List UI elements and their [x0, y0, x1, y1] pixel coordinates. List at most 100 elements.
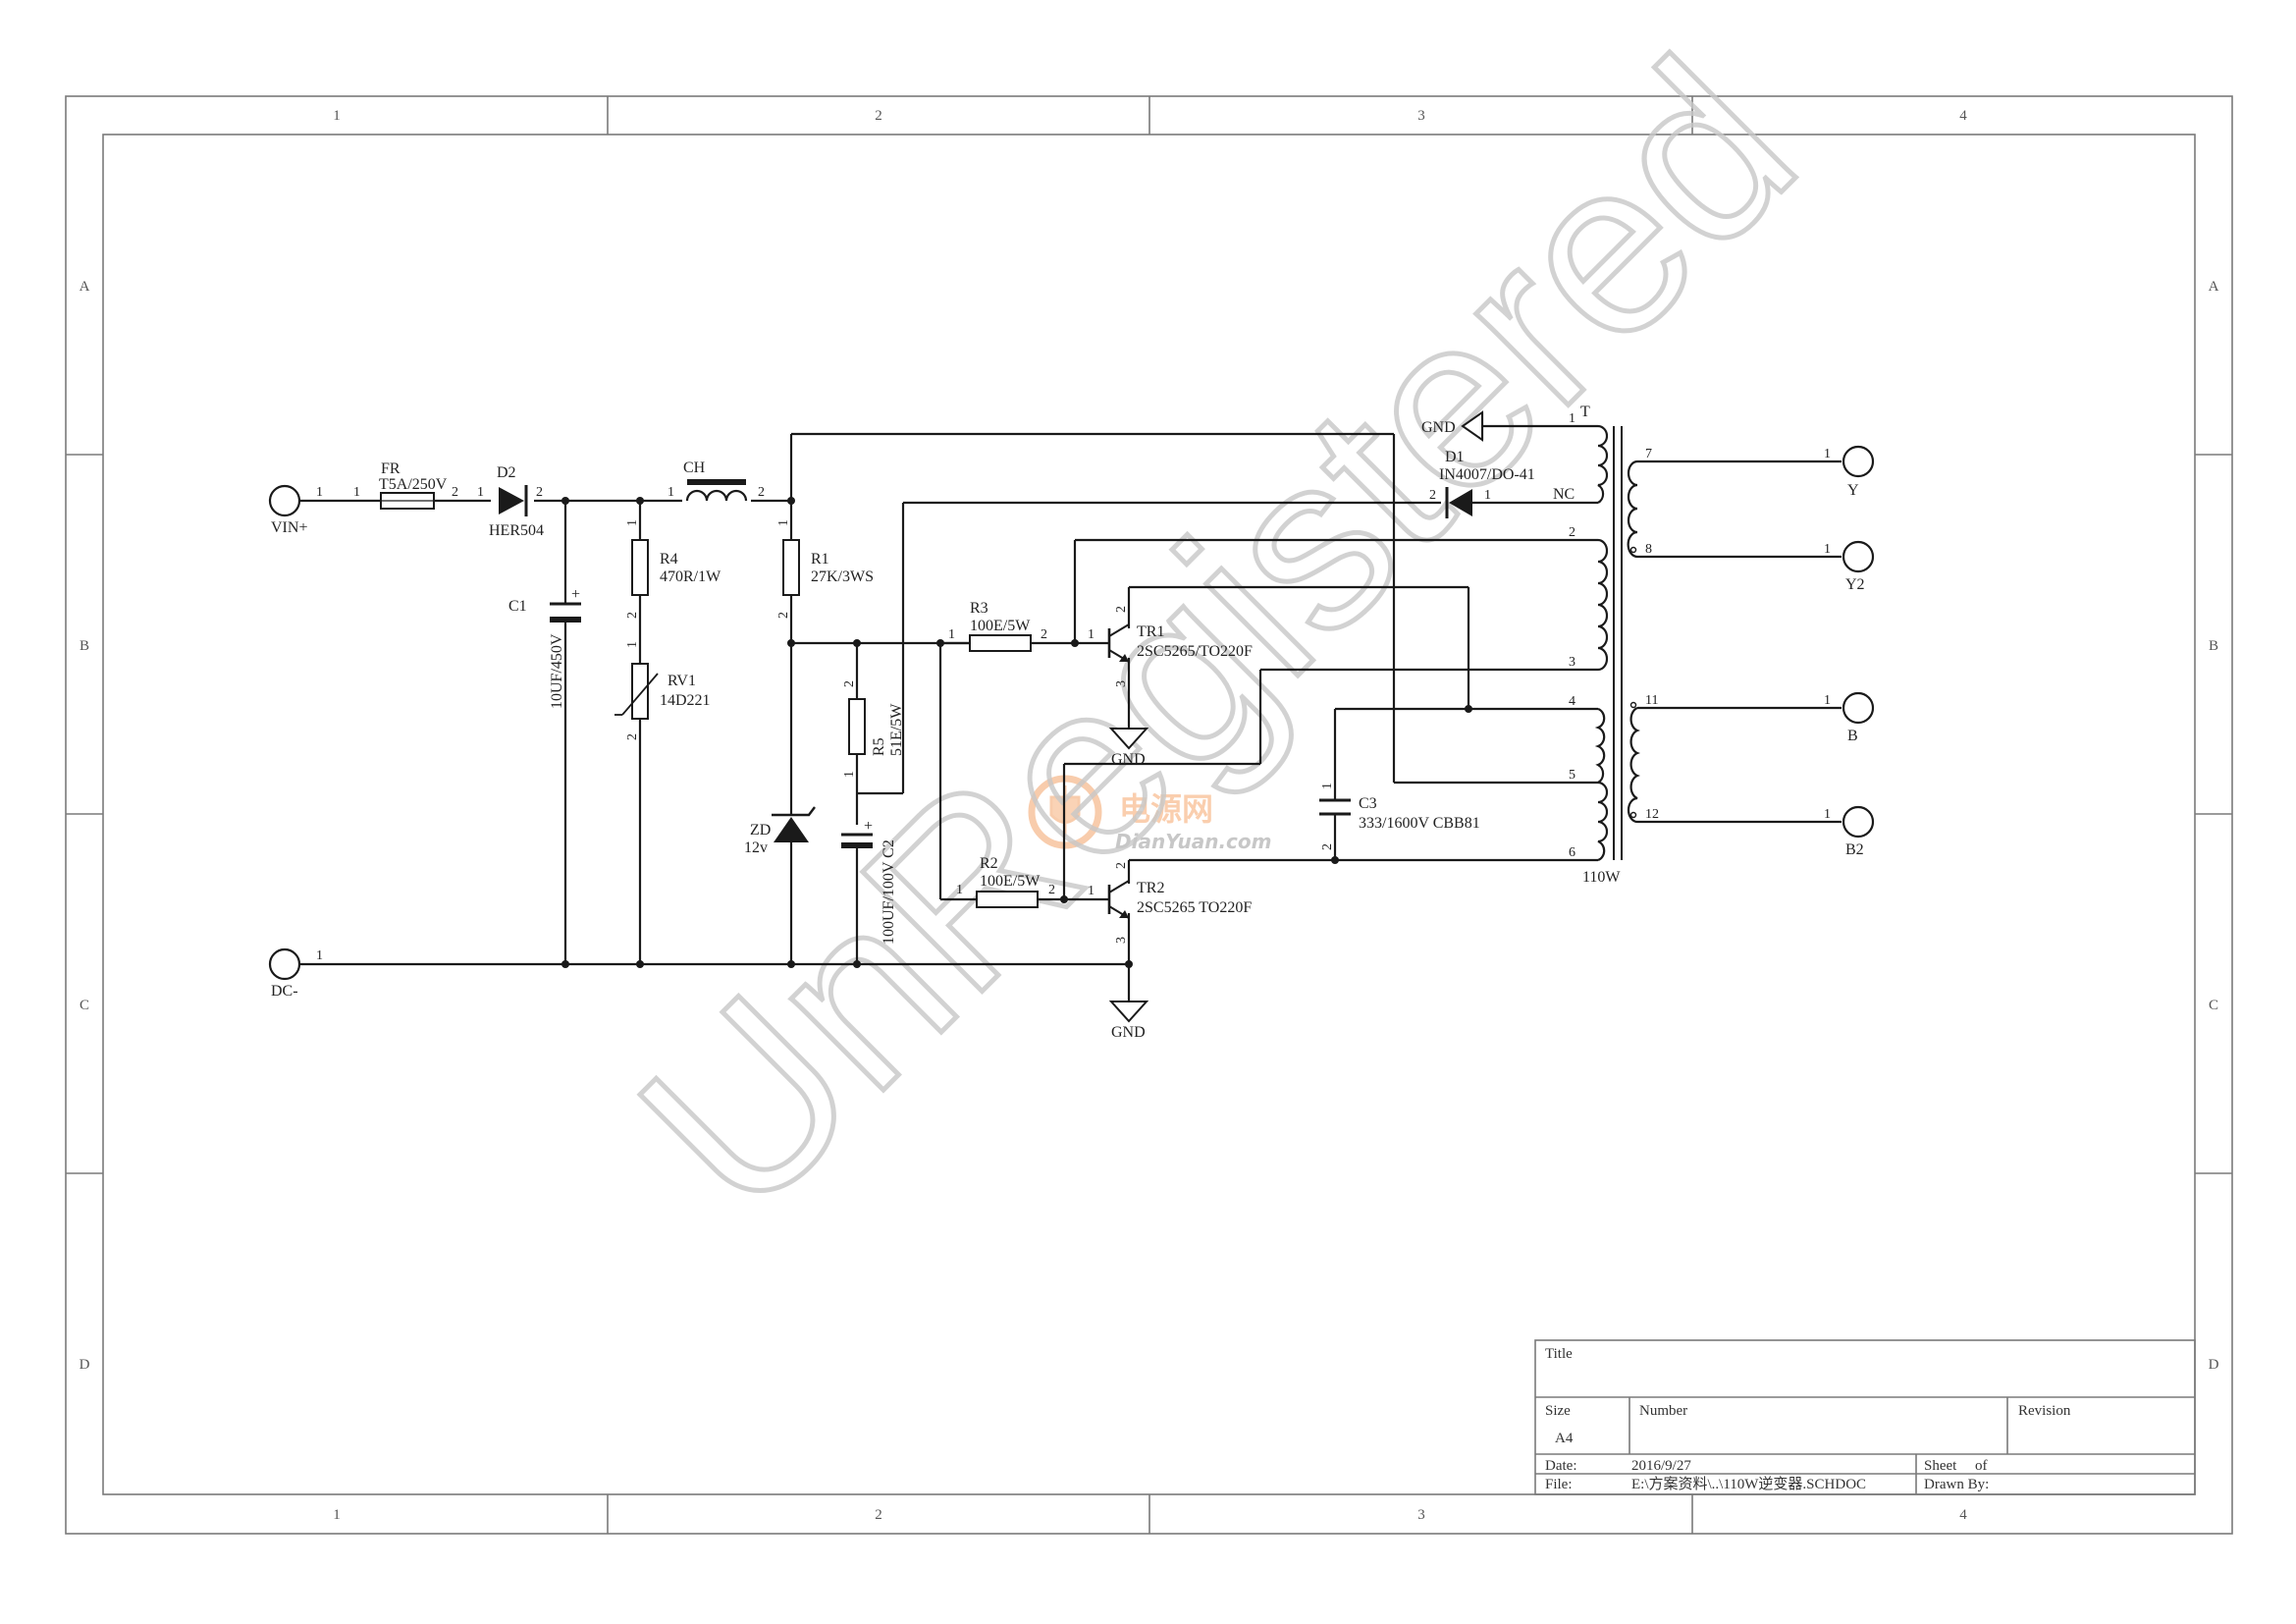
terminal-dc[interactable]: DC- 1: [268, 947, 323, 1000]
col-label-top-2: 2: [875, 108, 882, 124]
gnd-symbol-tr1: GND: [1108, 728, 1149, 768]
resistor-r5[interactable]: R5 51E/5W 2 1: [842, 680, 905, 778]
fuse-fr-ref: FR: [381, 460, 400, 477]
zener-zd[interactable]: ZD 12v: [744, 806, 816, 856]
resistor-r3[interactable]: R3 100E/5W 1 2: [948, 600, 1047, 652]
varistor-rv1-ref: RV1: [667, 673, 696, 689]
transformer-t[interactable]: T 110W 1 2 3 4 5 6 7 8 11 12: [1569, 404, 1659, 886]
svg-text:1: 1: [956, 883, 963, 897]
diode-d2-value: HER504: [489, 522, 544, 539]
resistor-r5-ref: R5: [871, 737, 887, 756]
diode-d2-ref: D2: [497, 464, 516, 481]
resistor-r4[interactable]: R4 470R/1W 1 2: [625, 519, 721, 619]
resistor-r4-value: 470R/1W: [660, 568, 721, 585]
svg-text:+: +: [864, 818, 873, 835]
transistor-tr1-value: 2SC5265/TO220F: [1137, 643, 1253, 660]
of-label: of: [1975, 1458, 1988, 1474]
capacitor-c1-ref: C1: [508, 598, 527, 615]
svg-text:2: 2: [1114, 862, 1129, 869]
svg-text:5: 5: [1569, 768, 1575, 783]
terminal-y[interactable]: Y 1: [1824, 445, 1875, 499]
svg-text:1: 1: [1088, 884, 1095, 898]
svg-text:1: 1: [1824, 447, 1831, 461]
capacitor-c2-value: 100UF/100V C2: [881, 839, 897, 945]
transistor-tr2[interactable]: TR2 2SC5265 TO220F 1 2 3: [1088, 862, 1252, 944]
svg-text:6: 6: [1569, 845, 1575, 860]
svg-text:1: 1: [1088, 627, 1095, 642]
transistor-tr1[interactable]: TR1 2SC5265/TO220F 1 2 3: [1088, 606, 1253, 687]
diode-d1[interactable]: D1 IN4007/DO-41 2 1 NC: [1429, 449, 1575, 518]
terminal-vin[interactable]: VIN+ 1: [268, 484, 323, 536]
varistor-rv1[interactable]: RV1 14D221 1 2: [614, 641, 711, 740]
resistor-r4-ref: R4: [660, 551, 678, 568]
resistor-r3-ref: R3: [970, 600, 988, 617]
col-label-bottom-4: 4: [1959, 1507, 1967, 1523]
fuse-fr-value: T5A/250V: [379, 476, 448, 493]
transformer-t-value: 110W: [1582, 869, 1621, 886]
svg-text:2: 2: [776, 612, 791, 619]
col-label-top-3: 3: [1417, 108, 1425, 124]
svg-text:2: 2: [625, 612, 640, 619]
zone-labels: 1 2 3 4 1 2 3 4 A B C D A B C D: [80, 108, 2219, 1523]
capacitor-c1-value: 10UF/450V: [549, 633, 565, 709]
svg-text:1: 1: [477, 485, 484, 500]
svg-text:8: 8: [1645, 542, 1652, 557]
capacitor-c1[interactable]: + C1 10UF/450V: [508, 586, 581, 709]
terminal-b-label: B: [1847, 728, 1858, 744]
transistor-tr1-ref: TR1: [1137, 623, 1164, 640]
diode-d1-ref: D1: [1445, 449, 1465, 465]
sheet-label: Sheet: [1924, 1458, 1957, 1474]
svg-text:3: 3: [1114, 937, 1129, 944]
inductor-ch[interactable]: CH 1 2: [667, 460, 765, 502]
row-label-left-b: B: [80, 638, 89, 654]
svg-text:4: 4: [1569, 694, 1575, 709]
capacitor-c3[interactable]: C3 333/1600V CBB81 1 2: [1319, 783, 1480, 850]
svg-text:1: 1: [316, 948, 323, 963]
svg-text:1: 1: [776, 519, 791, 526]
terminal-b2[interactable]: B2 1: [1824, 805, 1875, 858]
size-value: A4: [1555, 1431, 1574, 1446]
svg-text:GND: GND: [1111, 751, 1146, 768]
col-label-bottom-2: 2: [875, 1507, 882, 1523]
capacitor-c2[interactable]: + 100UF/100V C2: [841, 818, 897, 945]
terminal-vin-label: VIN+: [271, 519, 307, 536]
svg-text:2: 2: [1429, 488, 1436, 503]
resistor-r2[interactable]: R2 100E/5W 1 2: [956, 855, 1055, 908]
logo-cn-text: 电源网: [1119, 790, 1213, 828]
transistor-tr2-value: 2SC5265 TO220F: [1137, 899, 1252, 916]
diode-d2[interactable]: D2 HER504 1 2: [477, 464, 544, 539]
svg-text:1: 1: [948, 627, 955, 642]
title-block: Title Size A4 Number Revision Date: 2016…: [1534, 1339, 2196, 1495]
date-value: 2016/9/27: [1631, 1458, 1691, 1474]
svg-text:3: 3: [1114, 680, 1129, 687]
capacitor-c3-value: 333/1600V CBB81: [1359, 815, 1480, 832]
svg-text:2: 2: [1569, 525, 1575, 540]
zener-zd-ref: ZD: [750, 822, 771, 839]
number-label: Number: [1639, 1403, 1687, 1419]
svg-text:1: 1: [1824, 693, 1831, 708]
row-label-left-a: A: [80, 279, 90, 295]
diode-d1-value: IN4007/DO-41: [1439, 466, 1535, 483]
svg-text:2: 2: [452, 485, 458, 500]
sheet-frame: [65, 95, 2233, 1535]
row-label-right-d: D: [2209, 1357, 2219, 1373]
nc-label: NC: [1553, 486, 1575, 503]
svg-text:1: 1: [353, 485, 360, 500]
svg-text:2: 2: [1041, 627, 1047, 642]
revision-label: Revision: [2018, 1403, 2071, 1419]
svg-text:1: 1: [1824, 807, 1831, 822]
terminal-b2-label: B2: [1845, 841, 1864, 858]
terminal-b[interactable]: B 1: [1824, 691, 1875, 744]
svg-text:1: 1: [1824, 542, 1831, 557]
fuse-fr[interactable]: FR T5A/250V 1 2: [353, 460, 458, 510]
svg-text:GND: GND: [1421, 419, 1456, 436]
resistor-r1[interactable]: R1 27K/3WS 1 2: [776, 519, 874, 619]
svg-text:1: 1: [1320, 783, 1335, 789]
svg-text:1: 1: [667, 485, 674, 500]
col-label-bottom-1: 1: [333, 1507, 341, 1523]
resistor-r5-value: 51E/5W: [888, 703, 905, 756]
terminal-y2[interactable]: Y2 1: [1824, 540, 1875, 593]
svg-text:2: 2: [842, 680, 857, 687]
resistor-r2-ref: R2: [980, 855, 998, 872]
